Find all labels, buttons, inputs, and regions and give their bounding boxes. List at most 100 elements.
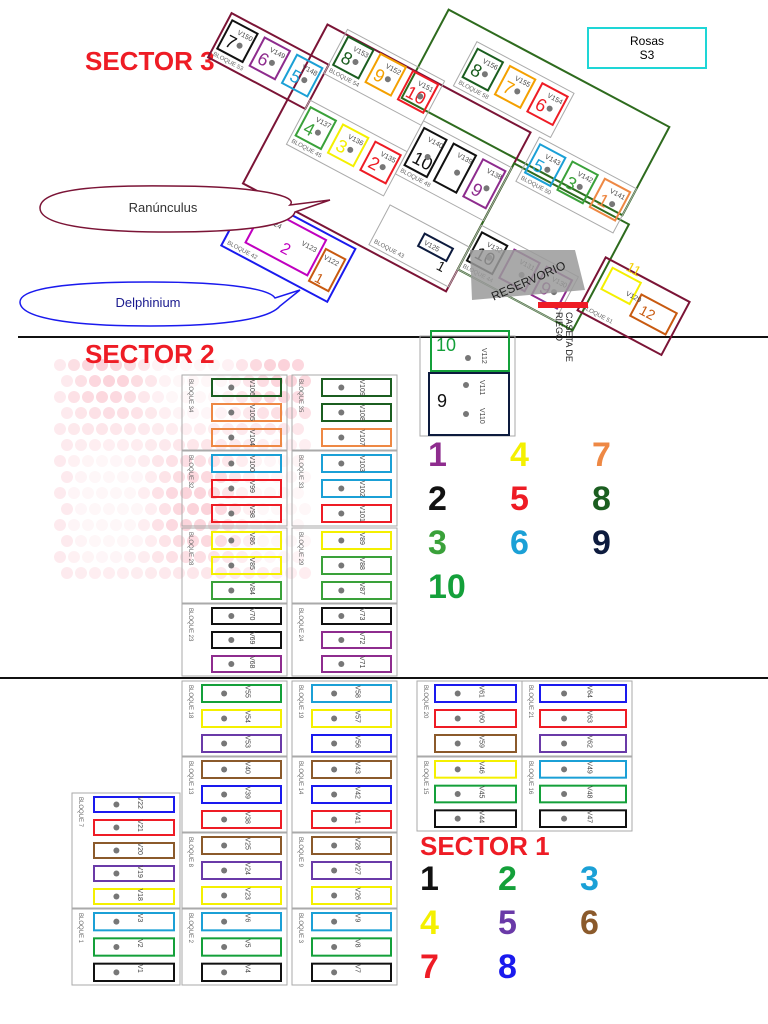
pattern-dot	[138, 359, 150, 371]
pattern-dot	[201, 503, 213, 515]
block-label: BLOQUE 32	[187, 455, 193, 489]
valve-label: V141	[608, 188, 626, 202]
pattern-dot	[54, 359, 66, 371]
valve-zone	[280, 53, 324, 98]
block-label: BLOQUE 15	[422, 761, 428, 795]
valve-zone	[321, 631, 392, 649]
valve-zone	[628, 293, 679, 336]
pattern-dot	[89, 471, 101, 483]
valve-dot	[454, 169, 461, 176]
valve-label: V5	[243, 939, 250, 948]
pattern-dot	[131, 503, 143, 515]
pattern-dot	[61, 375, 73, 387]
valve-zone	[93, 937, 175, 957]
valve-dot	[236, 42, 243, 49]
zone-number: 10	[436, 335, 456, 355]
valve-label: V142	[576, 171, 594, 185]
valve-label: V138	[485, 168, 503, 182]
block-label: BLOQUE 23	[187, 608, 193, 642]
valve-zone	[211, 403, 282, 422]
block-outline	[181, 450, 288, 527]
pattern-dot	[173, 375, 185, 387]
valve-zone	[201, 962, 282, 983]
pattern-dot	[180, 359, 192, 371]
reservorio-shape	[470, 250, 585, 300]
block-label: BLOQUE 8	[187, 837, 193, 868]
pattern-dot	[278, 455, 290, 467]
block-outline	[515, 136, 638, 234]
pattern-dot	[299, 567, 311, 579]
valve-dot	[561, 766, 568, 773]
valve-zone	[434, 684, 517, 703]
pattern-dot	[257, 407, 269, 419]
valve-dot	[314, 129, 321, 136]
pattern-dot	[68, 551, 80, 563]
pattern-dot	[208, 455, 220, 467]
valve-zone	[201, 810, 282, 829]
pattern-dot	[292, 551, 304, 563]
block-label: BLOQUE 16	[527, 761, 533, 795]
pattern-dot	[215, 375, 227, 387]
valve-dot	[454, 766, 461, 773]
valve-dot	[338, 661, 345, 667]
valve-label: V27	[353, 863, 360, 876]
valve-label: V150	[236, 30, 254, 44]
pattern-dot	[152, 551, 164, 563]
valve-label: V98	[248, 506, 255, 519]
valve-label: V45	[478, 786, 485, 799]
pattern-dot	[173, 503, 185, 515]
rosas-callout-box	[587, 27, 707, 69]
pattern-dot	[194, 519, 206, 531]
valve-label: V108	[358, 405, 365, 421]
valve-zone	[326, 123, 370, 168]
pattern-dot	[292, 519, 304, 531]
pattern-dot	[152, 423, 164, 435]
pattern-dot	[96, 455, 108, 467]
valve-label: V48	[585, 786, 592, 799]
caseta-marker	[538, 302, 588, 308]
valve-label: V73	[358, 608, 365, 621]
pattern-dot	[138, 391, 150, 403]
block-outline	[291, 450, 398, 527]
valve-label: V84	[248, 583, 255, 596]
pattern-dot	[138, 519, 150, 531]
pattern-dot	[82, 487, 94, 499]
pattern-dot	[89, 439, 101, 451]
block-outline	[181, 756, 288, 833]
valve-dot	[417, 93, 424, 100]
valve-dot	[576, 183, 583, 190]
pattern-dot	[110, 519, 122, 531]
pattern-dot	[173, 407, 185, 419]
block-label: BLOQUE 3	[297, 913, 303, 944]
valve-dot	[221, 766, 228, 773]
block-label: BLOQUE 34	[187, 379, 193, 413]
text-line: RIEGO	[554, 312, 564, 341]
valve-zone	[248, 36, 292, 81]
valve-label: V139	[456, 152, 474, 166]
legend-number: 3	[580, 860, 599, 898]
block-label: BLOQUE 20	[422, 685, 428, 719]
valve-label: V22	[136, 797, 143, 810]
pattern-dot	[201, 567, 213, 579]
pattern-dot	[215, 535, 227, 547]
block-outline	[291, 756, 398, 833]
pattern-dot	[68, 487, 80, 499]
valve-zone	[201, 886, 282, 905]
pattern-dot	[75, 567, 87, 579]
pattern-dot	[96, 359, 108, 371]
valve-zone	[321, 454, 392, 473]
pattern-dot	[138, 455, 150, 467]
valve-label: V54	[243, 711, 250, 724]
valve-dot	[221, 969, 228, 976]
valve-dot	[113, 847, 120, 854]
valve-dot	[228, 537, 235, 544]
zone-number: 2	[277, 240, 293, 259]
legend-number: 4	[510, 436, 529, 474]
legend-number: 8	[592, 480, 611, 518]
